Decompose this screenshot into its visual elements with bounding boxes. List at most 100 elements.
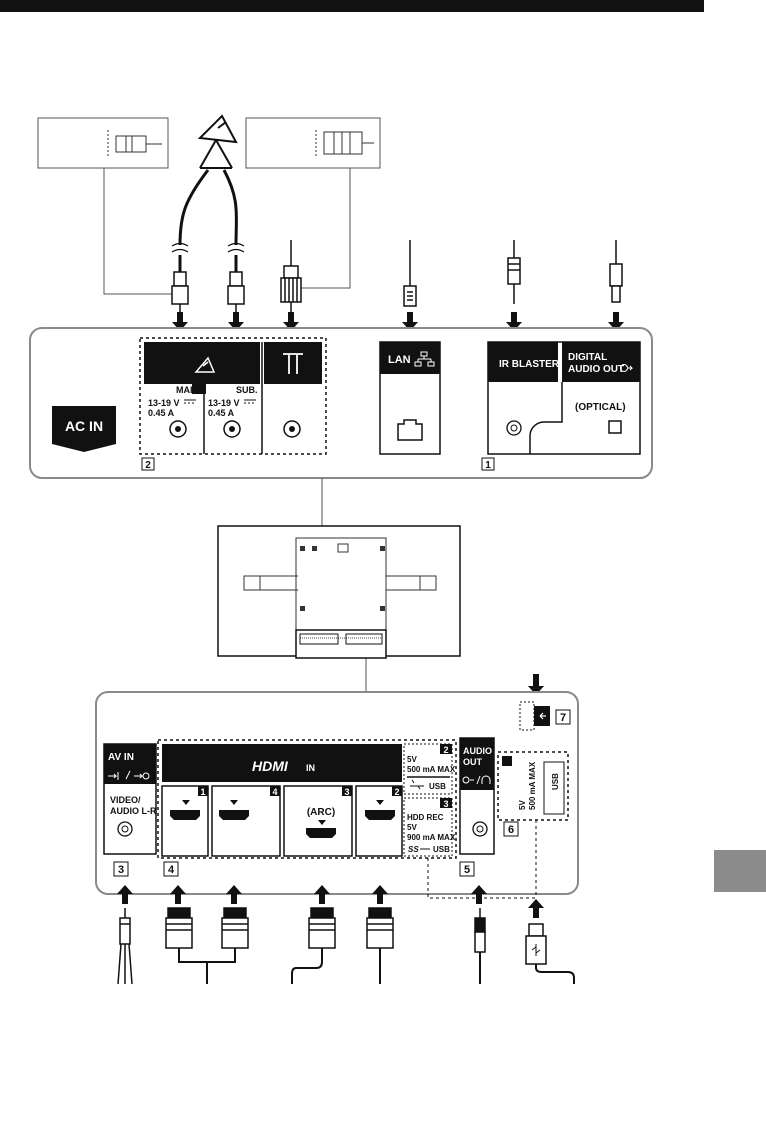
sat-sub-jack[interactable]: [223, 420, 241, 438]
antenna-icon: [283, 353, 303, 374]
sat-main-tab: [192, 384, 206, 394]
lan-header: [380, 342, 440, 374]
sat-sub-plug: [227, 271, 245, 312]
av-mini-plug: [117, 908, 133, 985]
antenna-jack[interactable]: [283, 420, 301, 438]
hdmi-group: [157, 739, 457, 859]
usb2-current: 500 mA MAX: [407, 765, 456, 774]
audio-mini-plug: [474, 908, 486, 984]
hdmi-port-3[interactable]: 3 (ARC): [283, 785, 353, 857]
callout-box-satellite: [141, 457, 155, 471]
hdmi-logo: HDMI: [252, 758, 289, 774]
headphone-icon: [462, 775, 491, 785]
digital-audio-label-1: DIGITAL: [568, 352, 607, 363]
usb2-number: 2: [443, 745, 448, 755]
ir-blaster-label: IR BLASTER: [499, 359, 560, 370]
av-in-label-2: AUDIO L-R: [110, 806, 157, 816]
lan-jack[interactable]: [397, 419, 423, 441]
network-icon: [414, 351, 435, 367]
ac-in-label: AC IN: [65, 418, 103, 434]
usb1-label: USB: [551, 773, 560, 790]
optical-label: (OPTICAL): [575, 402, 626, 413]
sat-sub-voltage: 13-19 V: [208, 398, 240, 408]
terrestrial-plug: [280, 240, 302, 312]
av-in-title: AV IN: [108, 752, 134, 763]
callout-box-side: [555, 709, 571, 725]
hdmi-port-2-number: 2: [394, 787, 399, 797]
usb-port-2-info: 2 5V 500 mA MAX USB: [403, 743, 456, 795]
connector-callout-left: [37, 117, 169, 169]
hdmi-header: [162, 744, 402, 782]
usb1-voltage: 5V: [518, 800, 527, 810]
usb-port-1-info: 5V 500 mA MAX USB: [518, 761, 565, 815]
ir-blaster-header: [488, 342, 558, 382]
satellite-dish-icon: [197, 114, 238, 169]
digital-audio-header: [562, 342, 640, 382]
satellite-input-group: [139, 337, 327, 455]
callout-box-hdmi: [163, 861, 179, 877]
dc-symbol-icon: [184, 399, 256, 404]
usb2-label: USB: [429, 782, 446, 791]
antenna-header: [264, 342, 322, 384]
usb2-voltage: 5V: [407, 755, 417, 764]
callout-box-audio: [459, 861, 475, 877]
optical-plug: [609, 240, 623, 303]
hdmi-port-4-number: 4: [272, 787, 277, 797]
sat-main-voltage: 13-19 V: [148, 398, 180, 408]
satellite-cables: [178, 169, 238, 272]
av-in-header: [104, 744, 156, 784]
usb1-current: 500 mA MAX: [528, 761, 537, 810]
side-usb-port-icon: [519, 701, 550, 731]
digital-audio-label-2: AUDIO OUT: [568, 364, 624, 375]
output-icon: [620, 364, 634, 372]
hdmi-port-4[interactable]: 4: [211, 785, 281, 857]
av-input-icon: [108, 770, 150, 780]
page-header-bar: [0, 0, 704, 12]
usb-trident-icon: [410, 779, 424, 790]
sat-main-label: MAIN: [176, 385, 199, 395]
audio-out-label-2: OUT: [463, 757, 483, 767]
hdmi-port-1[interactable]: 1: [161, 785, 209, 857]
hdd-rec-label: HDD REC: [407, 813, 444, 822]
usb-plug: [525, 923, 575, 984]
usb-port-1-tab: [502, 756, 512, 766]
hdmi-arc-label: (ARC): [307, 807, 335, 818]
satellite-icon: [194, 356, 216, 373]
ir-blaster-jack[interactable]: [506, 420, 522, 436]
callout-number-satellite: 2: [145, 460, 151, 471]
ac-in-badge: AC IN: [52, 406, 116, 452]
hdmi-port-2[interactable]: 2: [355, 785, 403, 857]
sat-main-plug: [171, 271, 189, 312]
hdmi-in-label: IN: [306, 763, 315, 773]
callout-box-ir: [481, 457, 495, 471]
audio-out-header: [460, 738, 494, 790]
av-in-label-1: VIDEO/: [110, 795, 141, 805]
optical-jack[interactable]: [608, 420, 622, 434]
connector-callout-right: [245, 117, 381, 169]
ir-blaster-plug: [507, 240, 521, 304]
sat-sub-label: SUB.: [236, 385, 258, 395]
callout-number-av: 3: [118, 864, 124, 876]
usb3-current: 900 mA MAX: [407, 833, 456, 842]
side-insert-arrow: [528, 674, 544, 695]
callout-number-audio: 5: [464, 864, 470, 876]
sat-sub-current: 0.45 A: [208, 408, 235, 418]
callout-number-ir: 1: [485, 460, 491, 471]
callout-box-av: [113, 861, 129, 877]
hdmi-plugs-3-2: [291, 907, 394, 984]
satellite-header: [144, 342, 260, 384]
usb-port-3-info: 3 HDD REC 5V 900 mA MAX SS USB: [403, 797, 456, 857]
ir-optical-divider: [529, 382, 563, 454]
bottom-insert-arrows: [117, 885, 544, 918]
side-section-tab: [714, 850, 766, 892]
usb3-voltage: 5V: [407, 823, 417, 832]
audio-out-jack[interactable]: [472, 821, 488, 837]
av-in-jack[interactable]: [117, 821, 133, 837]
sat-main-jack[interactable]: [169, 420, 187, 438]
callout-number-hdmi: 4: [168, 864, 175, 876]
usb-dashed-link: [427, 858, 536, 899]
callout-number-side: 7: [560, 712, 566, 724]
callout-box-usb1: [503, 821, 519, 837]
callout-leader-lines: [103, 168, 351, 295]
